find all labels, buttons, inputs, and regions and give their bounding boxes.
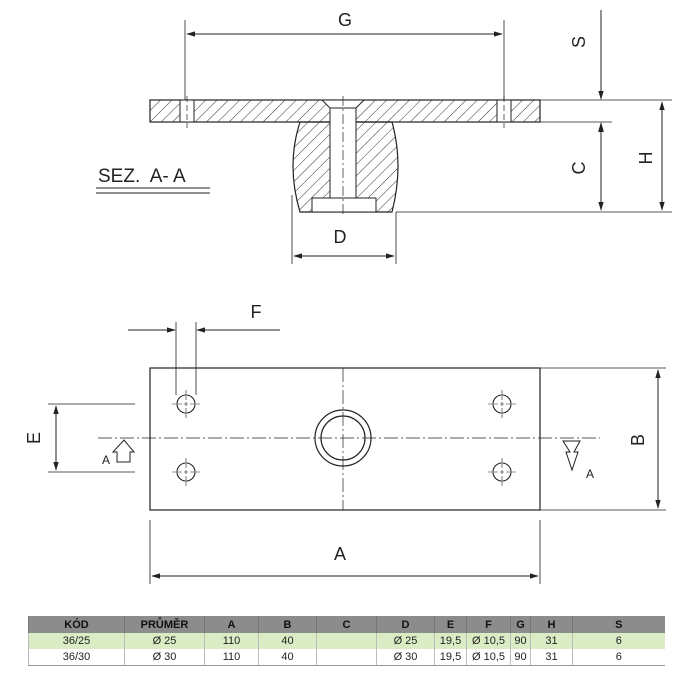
table-cell: Ø 30 (376, 649, 435, 666)
dim-c-label: C (569, 162, 589, 175)
table-cell: 19,5 (434, 633, 467, 649)
dim-h-label: H (636, 152, 656, 165)
mounting-hole-top-left (172, 390, 200, 418)
section-mark-left: A (102, 439, 136, 467)
table-cell: Ø 25 (376, 633, 435, 649)
dim-s-label: S (569, 36, 589, 48)
mounting-hole-bottom-right (488, 458, 516, 486)
col-header: D (376, 616, 435, 633)
table-cell: 6 (572, 649, 665, 666)
dim-b-label: B (628, 434, 648, 446)
table-cell: Ø 30 (124, 649, 205, 666)
col-header: G (510, 616, 531, 633)
section-view: G S C H D SEZ. A- A (96, 10, 672, 264)
table-cell (316, 649, 377, 666)
table-cell: 31 (530, 649, 573, 666)
table-header-row: KÓD PRŮMĚR A B C D E F G H S (28, 616, 665, 633)
table-cell: 110 (204, 633, 259, 649)
col-header: F (466, 616, 511, 633)
table-cell: 40 (258, 633, 317, 649)
table-row: 36/25 Ø 25 110 40 Ø 25 19,5 Ø 10,5 90 31… (28, 633, 665, 649)
col-header: C (316, 616, 377, 633)
mounting-hole-bottom-left (172, 458, 200, 486)
dim-a-label: A (334, 544, 346, 564)
dim-f-label: F (251, 302, 262, 322)
specification-table: KÓD PRŮMĚR A B C D E F G H S 36/25 Ø 25 … (28, 616, 665, 666)
table-cell: 31 (530, 633, 573, 649)
col-header: KÓD (28, 616, 125, 633)
table-cell: 90 (510, 633, 531, 649)
table-cell: 6 (572, 633, 665, 649)
table-row: 36/30 Ø 30 110 40 Ø 30 19,5 Ø 10,5 90 31… (28, 649, 665, 666)
col-header: H (530, 616, 573, 633)
table-cell: 36/25 (28, 633, 125, 649)
table-cell: Ø 10,5 (466, 649, 511, 666)
col-header: PRŮMĚR (124, 616, 205, 633)
section-title: SEZ. A- A (98, 166, 186, 187)
dim-d-label: D (334, 227, 347, 247)
section-mark-right-label: A (586, 467, 594, 481)
plan-view: F E B A A A (24, 302, 666, 584)
plan-plate (149, 367, 541, 511)
table-cell: Ø 10,5 (466, 633, 511, 649)
table-cell: 36/30 (28, 649, 125, 666)
col-header: B (258, 616, 317, 633)
table-cell: 110 (204, 649, 259, 666)
section-mark-left-label: A (102, 453, 110, 467)
table-cell: 90 (510, 649, 531, 666)
col-header: S (572, 616, 665, 633)
dim-e-label: E (24, 432, 44, 444)
table-cell: 40 (258, 649, 317, 666)
section-mark-right: A (562, 440, 594, 481)
table-cell: 19,5 (434, 649, 467, 666)
col-header: E (434, 616, 467, 633)
bottom-recess (311, 197, 377, 213)
mounting-hole-top-right (488, 390, 516, 418)
table-cell: Ø 25 (124, 633, 205, 649)
table-cell (316, 633, 377, 649)
dim-g-label: G (338, 10, 352, 30)
boss-outer (314, 409, 372, 467)
col-header: A (204, 616, 259, 633)
boss-inner (320, 415, 366, 461)
